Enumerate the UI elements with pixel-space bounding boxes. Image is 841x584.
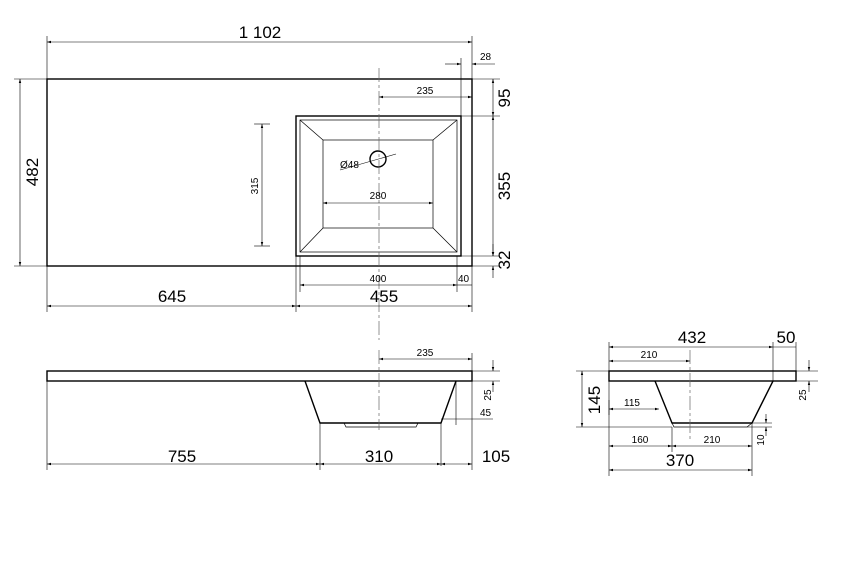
bowl-bottom <box>322 139 434 229</box>
side-base-thickness-label: 10 <box>756 434 767 446</box>
basin-rim <box>295 115 462 257</box>
front-slab <box>46 370 473 382</box>
left-length-label: 645 <box>158 287 186 306</box>
side-view: 432 50 210 145 115 25 10 160 210 <box>576 328 818 476</box>
side-bowl-profile <box>654 380 774 424</box>
side-total-height-label: 145 <box>585 386 604 414</box>
right-margin-label: 28 <box>480 52 492 63</box>
overall-width-label: 1 102 <box>239 23 282 42</box>
basin-width-label: 455 <box>370 287 398 306</box>
basin-center-offset-label: 235 <box>417 86 434 97</box>
front-bowl-width-label: 310 <box>365 447 393 466</box>
side-bottom-offset-label: 160 <box>632 435 649 446</box>
basin-rim-inner <box>299 119 458 253</box>
top-view: Ø48 1 102 28 235 95 355 32 482 <box>14 23 514 340</box>
side-bowl-offset-label: 115 <box>624 398 640 409</box>
front-edge-offset-label: 45 <box>480 408 492 419</box>
side-slab <box>608 370 797 382</box>
side-margin-label: 40 <box>458 274 470 285</box>
countertop-outline <box>46 78 473 267</box>
side-total-depth-label: 432 <box>678 328 706 347</box>
top-offset-label: 95 <box>495 89 514 108</box>
bowl-depth-label: 315 <box>250 177 261 194</box>
side-slab-thickness-label: 25 <box>798 389 809 401</box>
basin-depth-label: 355 <box>495 172 514 200</box>
front-right-length-label: 105 <box>482 447 510 466</box>
front-center-offset-label: 235 <box>417 348 434 359</box>
side-overall-width-label: 370 <box>666 451 694 470</box>
bottom-offset-label: 32 <box>495 251 514 270</box>
bowl-top-width-label: 400 <box>370 274 387 285</box>
front-view: 235 25 45 755 310 105 <box>46 348 510 470</box>
bowl-bottom-width-label: 280 <box>370 191 387 202</box>
front-slab-thickness-label: 25 <box>483 389 494 401</box>
overall-depth-label: 482 <box>23 158 42 186</box>
drain-hole-icon <box>369 150 387 168</box>
side-bottom-width-label: 210 <box>704 435 721 446</box>
drain-diameter-label: Ø48 <box>340 160 359 171</box>
front-left-length-label: 755 <box>168 447 196 466</box>
side-center-offset-label: 210 <box>641 350 658 361</box>
front-bowl-profile <box>304 380 457 424</box>
side-back-offset-label: 50 <box>777 328 796 347</box>
